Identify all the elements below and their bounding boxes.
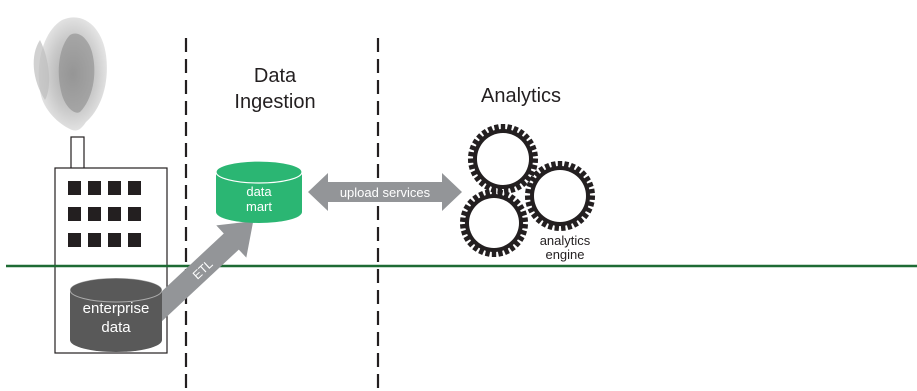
gear-icon: [459, 189, 529, 257]
factory-window: [108, 207, 121, 221]
factory-window: [128, 207, 141, 221]
factory-window: [128, 233, 141, 247]
analytics-engine-label-line2: engine: [545, 247, 584, 262]
enterprise-data-label-line2: data: [101, 319, 131, 336]
section-title-analytics: Analytics: [481, 85, 561, 107]
factory-chimney: [70, 136, 85, 170]
data-mart-cylinder: data mart: [215, 160, 303, 223]
enterprise-data-cylinder: enterprise data: [69, 277, 163, 352]
upload-services-arrow: upload services: [308, 173, 462, 211]
gear-icon: [467, 124, 539, 195]
factory-window: [88, 233, 101, 247]
upload-services-label: upload services: [340, 185, 431, 200]
gear-icon: [524, 161, 596, 232]
smoke-icon: [33, 17, 107, 131]
analytics-engine-label-line1: analytics: [540, 233, 591, 248]
factory-window: [108, 233, 121, 247]
factory-window: [88, 181, 101, 195]
factory-window: [68, 207, 81, 221]
section-title-ingestion-line2: Ingestion: [234, 91, 315, 113]
factory-window: [128, 181, 141, 195]
factory-window: [88, 207, 101, 221]
factory-window: [68, 233, 81, 247]
factory-windows: [68, 181, 141, 247]
section-title-ingestion-line1: Data: [254, 65, 297, 87]
factory-window: [108, 181, 121, 195]
data-mart-label-line1: data: [246, 184, 272, 199]
data-mart-label-line2: mart: [246, 199, 272, 214]
factory-window: [68, 181, 81, 195]
enterprise-data-label-line1: enterprise: [83, 300, 150, 317]
analytics-engine-gears: [459, 124, 596, 257]
